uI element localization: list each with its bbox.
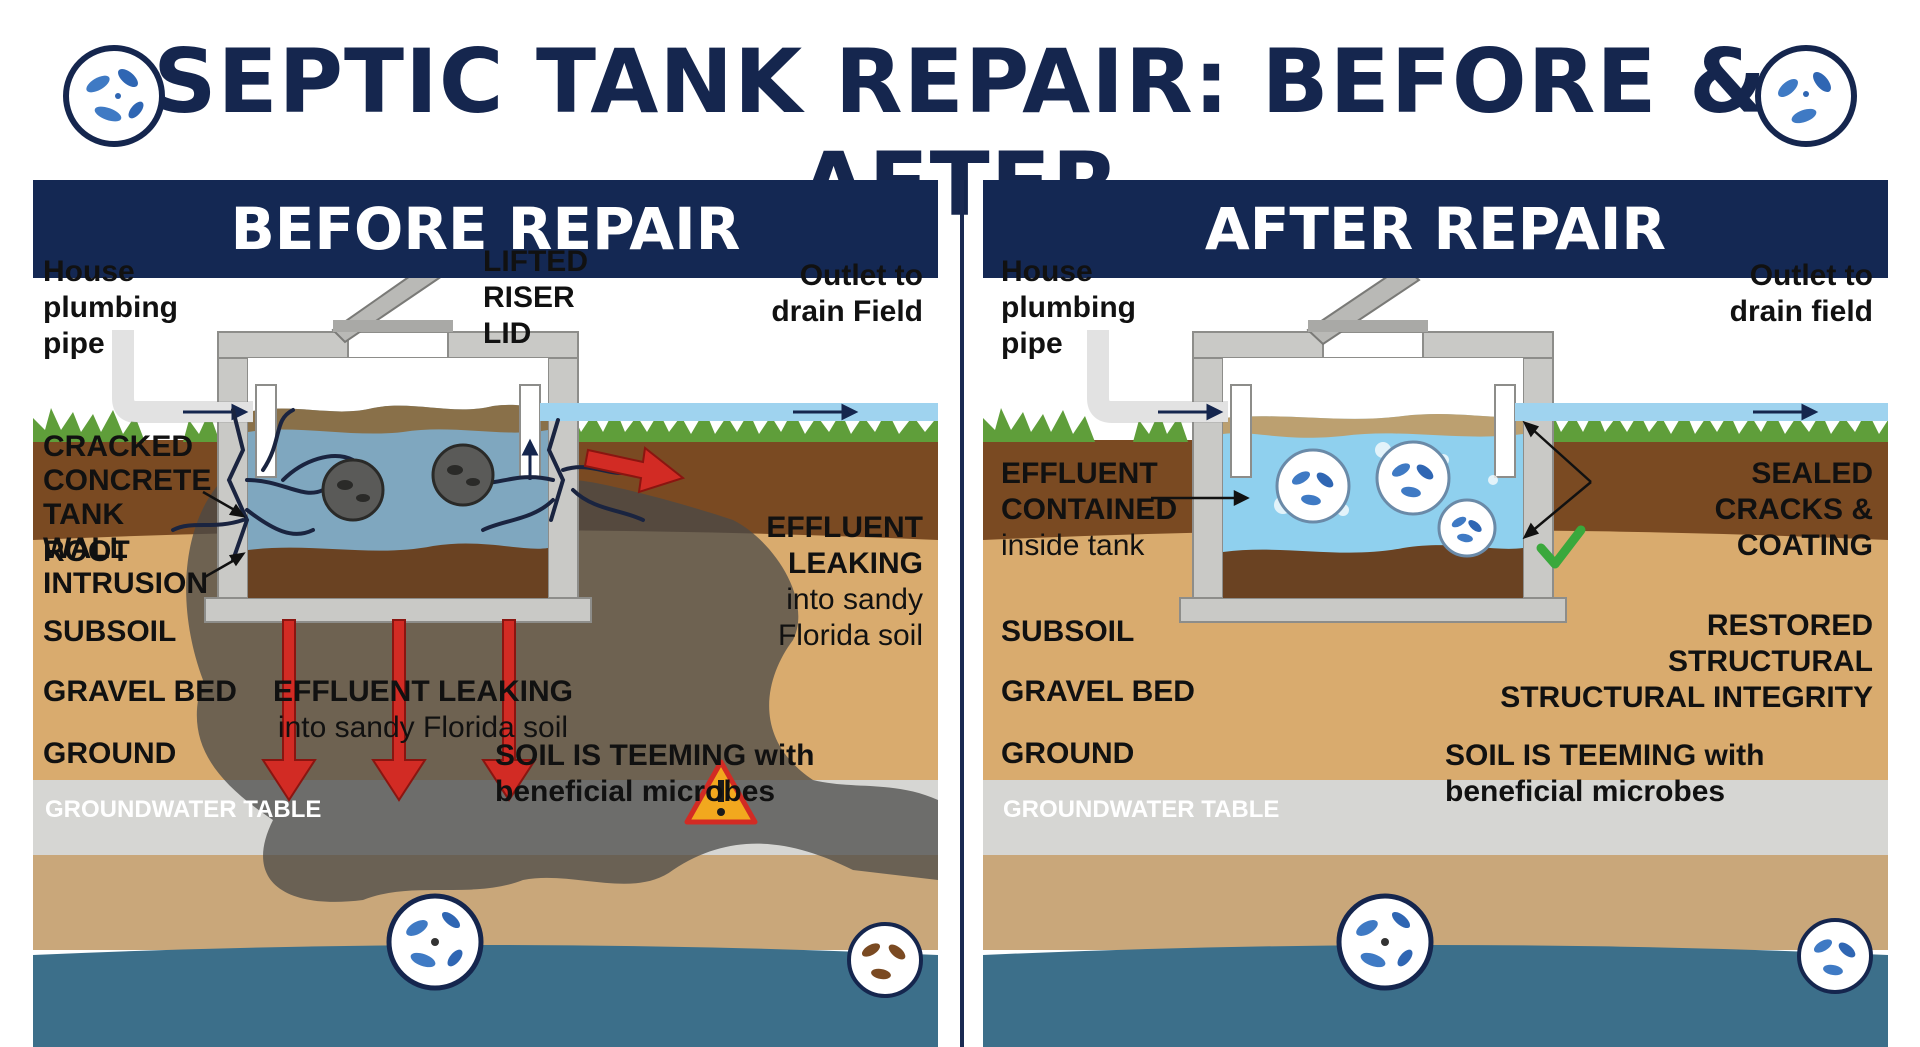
after-banner: AFTER REPAIR bbox=[983, 180, 1888, 278]
restored-line: STRUCTURAL bbox=[1668, 645, 1873, 678]
effluent-side-line: LEAKING bbox=[788, 547, 923, 580]
ground-label: GROUND bbox=[1001, 737, 1135, 770]
microbes-line: SOIL IS TEEMING with bbox=[1445, 739, 1765, 772]
tank-base bbox=[1179, 597, 1567, 623]
microbes-label: SOIL IS TEEMING with beneficial microbes bbox=[1445, 738, 1764, 810]
panel-divider bbox=[960, 180, 964, 1047]
groundwater-label: GROUNDWATER TABLE bbox=[1003, 796, 1280, 823]
effluent-bottom-label: EFFLUENT LEAKING into sandy Florida soil bbox=[273, 674, 573, 746]
microbe-badge-icon bbox=[1797, 918, 1873, 994]
sealed-cracks-label: SEALED CRACKS & COATING bbox=[1623, 456, 1873, 564]
outlet-label: Outlet to drain Field bbox=[771, 259, 923, 328]
outlet-label: Outlet to drain field bbox=[1729, 259, 1873, 328]
restored-line: RESTORED bbox=[1706, 609, 1873, 642]
sludge-clumps bbox=[321, 443, 495, 522]
microbes-line: beneficial microbes bbox=[1445, 775, 1726, 808]
effluent-side-line: Florida soil bbox=[777, 619, 923, 652]
before-panel: BEFORE REPAIR House plumbing pipe LIFTED… bbox=[33, 180, 938, 1047]
microbe-badge-icon bbox=[1275, 448, 1351, 524]
effluent-contained-line: CONTAINED bbox=[1001, 493, 1178, 526]
ground-label: GROUND bbox=[43, 737, 177, 770]
ground-layer bbox=[983, 855, 1888, 950]
sealed-line: COATING bbox=[1736, 529, 1873, 562]
house-pipe-text: House plumbing pipe bbox=[43, 255, 178, 360]
flow-arrows bbox=[1158, 403, 1819, 421]
microbe-badge-icon bbox=[847, 922, 923, 998]
outlet-tee bbox=[1494, 384, 1516, 478]
subsoil-label: SUBSOIL bbox=[1001, 615, 1135, 648]
tank-base bbox=[204, 597, 592, 623]
sealed-line: SEALED bbox=[1751, 457, 1873, 490]
checkmark-icon bbox=[1536, 525, 1586, 569]
house-pipe-label: House plumbing pipe bbox=[43, 254, 223, 362]
before-cross-section bbox=[33, 255, 938, 1047]
restored-line: STRUCTURAL INTEGRITY bbox=[1500, 681, 1873, 714]
after-panel: AFTER REPAIR House plumbing pipe Outlet … bbox=[983, 180, 1888, 1047]
scum-layer bbox=[1223, 414, 1523, 438]
groundwater-layer bbox=[33, 945, 938, 1047]
leak-arrows bbox=[261, 446, 686, 802]
effluent-contained-line: EFFLUENT bbox=[1001, 457, 1158, 490]
microbe-badge-icon bbox=[63, 45, 165, 147]
scum-layer bbox=[248, 404, 548, 434]
effluent-contained-label: EFFLUENT CONTAINED inside tank bbox=[1001, 456, 1177, 564]
effluent-side-label: EFFLUENT LEAKING into sandy Florida soil bbox=[723, 510, 923, 654]
groundwater-label: GROUNDWATER TABLE bbox=[45, 796, 322, 823]
lifted-lid-label: LIFTED RISER LID bbox=[483, 245, 588, 350]
gravel-bed-label: GRAVEL BED bbox=[1001, 675, 1195, 708]
inlet-tee bbox=[1230, 384, 1252, 478]
root-intrusion-label: ROOT INTRUSION bbox=[43, 535, 208, 600]
gravel-layer bbox=[983, 780, 1888, 855]
microbe-badge-icon bbox=[1375, 440, 1451, 516]
title-row: SEPTIC TANK REPAIR: BEFORE & AFTER bbox=[0, 0, 1920, 236]
subsoil-label: SUBSOIL bbox=[43, 615, 177, 648]
effluent-bottom-line: into sandy Florida soil bbox=[277, 711, 569, 744]
after-cross-section bbox=[983, 264, 1888, 1047]
restored-integrity-label: RESTORED STRUCTURAL STRUCTURAL INTEGRITY bbox=[1463, 608, 1873, 716]
microbe-badge-icon bbox=[1755, 45, 1857, 147]
lifted-riser-lid bbox=[331, 258, 453, 344]
house-inlet-pipe bbox=[1088, 330, 1228, 422]
microbes-line: beneficial microbes bbox=[495, 775, 776, 808]
microbes-label: SOIL IS TEEMING with beneficial microbes bbox=[495, 738, 814, 810]
tank-wall-left bbox=[1192, 357, 1224, 599]
effluent-side-line: EFFLUENT bbox=[766, 511, 923, 544]
microbes-line: SOIL IS TEEMING with bbox=[495, 739, 815, 772]
warning-icon bbox=[684, 759, 758, 825]
house-pipe-label: House plumbing pipe bbox=[1001, 255, 1136, 360]
effluent-contained-line: inside tank bbox=[1001, 529, 1145, 562]
effluent-bottom-line: EFFLUENT LEAKING bbox=[273, 675, 573, 708]
house-inlet-pipe bbox=[113, 330, 253, 422]
microbe-badge-icon bbox=[1437, 498, 1497, 558]
leader-lines bbox=[1151, 420, 1592, 540]
cracked-wall-label: CRACKED CONCRETE TANK WALL bbox=[43, 430, 212, 565]
sludge-layer bbox=[1223, 545, 1523, 598]
microbe-badge-icon bbox=[1336, 893, 1434, 991]
sludge-layer bbox=[248, 543, 548, 598]
riser-opening bbox=[1322, 331, 1424, 359]
riser-opening bbox=[347, 331, 449, 359]
before-banner: BEFORE REPAIR bbox=[33, 180, 938, 278]
microbe-badge-icon bbox=[386, 893, 484, 991]
sealed-line: CRACKS & bbox=[1714, 493, 1873, 526]
effluent-side-line: into sandy bbox=[786, 583, 923, 616]
groundwater-layer bbox=[983, 945, 1888, 1047]
gravel-bed-label: GRAVEL BED bbox=[43, 675, 237, 708]
